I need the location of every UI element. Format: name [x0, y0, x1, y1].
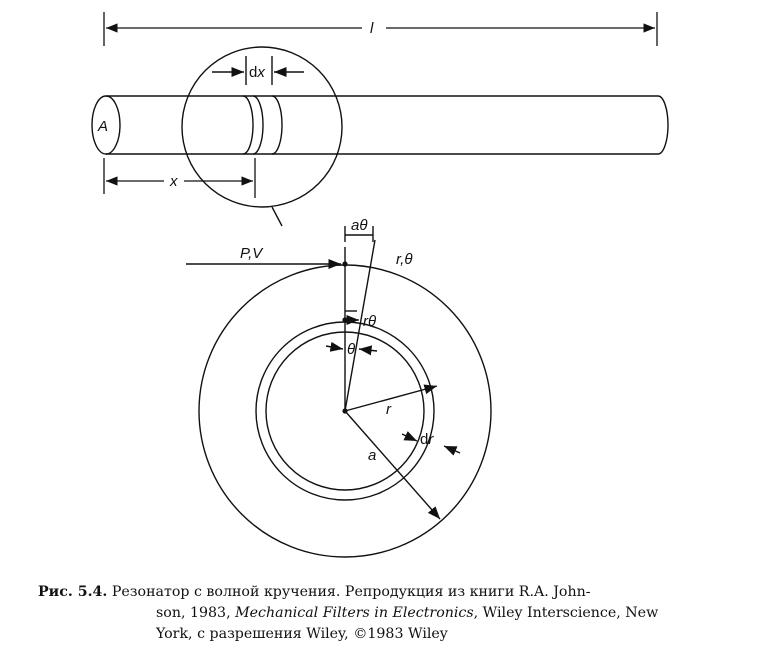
cross-section-dots [342, 261, 348, 414]
a-label: a [368, 447, 376, 464]
torsional-resonator-diagram: l A dx x [91, 12, 669, 558]
r-theta-small-label: rθ [363, 313, 376, 330]
cross-section [186, 226, 492, 558]
x-label: x [169, 173, 178, 190]
caption-line-2a: son, 1983, [156, 605, 236, 621]
length-dimension [103, 12, 658, 46]
dr-label: dr [420, 431, 434, 448]
caption-line-3: York, с разрешения Wiley, ©1983 Wiley [156, 626, 448, 642]
caption-line-1: Резонатор с волной кручения. Репродукция… [111, 584, 591, 600]
caption-line-2b: , Wiley Interscience, New [473, 605, 659, 621]
figure-number: Рис. 5.4. [38, 584, 108, 600]
figure-caption: Рис. 5.4. Резонатор с волной кручения. Р… [38, 582, 740, 645]
x-dimension [103, 158, 256, 198]
theta-label: θ [347, 341, 355, 358]
a-theta-label: aθ [351, 217, 367, 234]
magnifier-circle [181, 46, 343, 227]
dx-label: dx [249, 64, 265, 81]
r-theta-label: r,θ [396, 251, 412, 268]
area-label: A [97, 118, 108, 135]
length-label: l [370, 20, 374, 37]
rod [91, 95, 669, 155]
caption-book-title: Mechanical Filters in Electronics [235, 605, 474, 621]
r-label: r [386, 401, 392, 418]
pv-label: P,V [240, 245, 264, 262]
